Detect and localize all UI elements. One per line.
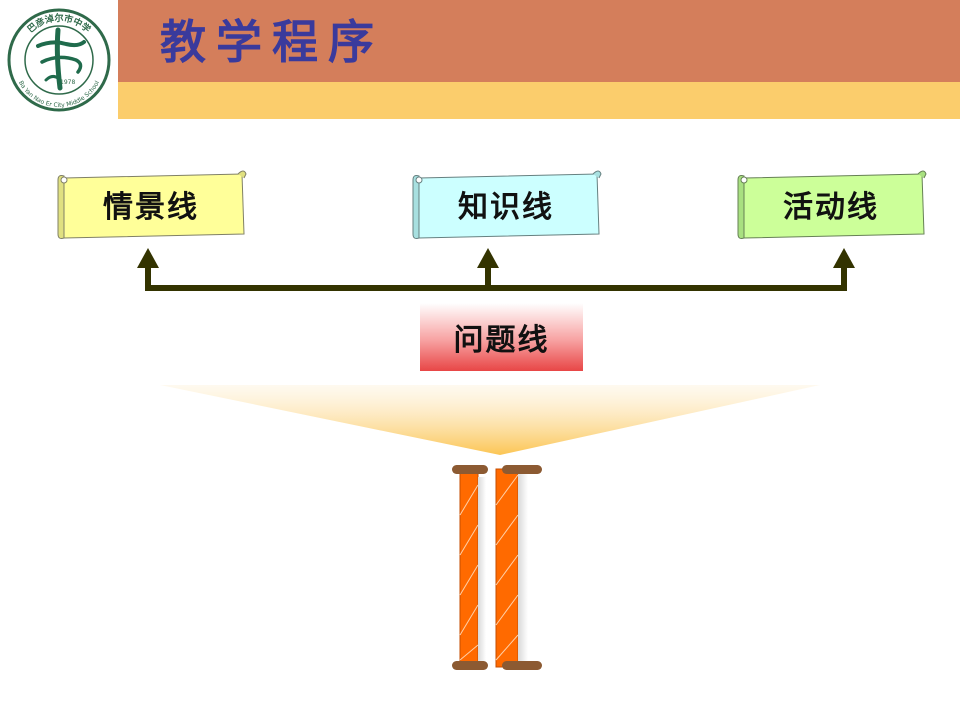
arrow-up-left-icon xyxy=(137,248,159,268)
scroll-label-knowledge: 知识线 xyxy=(458,190,554,225)
arrow-up-middle-icon xyxy=(477,248,499,268)
connector-shaft-middle xyxy=(485,266,491,288)
arrow-up-right-icon xyxy=(833,248,855,268)
scroll-knowledge-line: 知识线 xyxy=(409,166,603,242)
connector-bar xyxy=(145,285,847,291)
problem-line-box: 问题线 xyxy=(420,303,583,371)
page-title: 教学程序 xyxy=(160,15,384,69)
rolled-scroll-icon xyxy=(452,465,542,670)
scroll-label-activity: 活动线 xyxy=(783,190,879,225)
connector-shaft-right xyxy=(841,266,847,288)
connector-shaft-left xyxy=(145,266,151,288)
scroll-activity-line: 活动线 xyxy=(734,166,928,242)
logo-year: 1978 xyxy=(60,79,75,86)
scroll-situation-line: 情景线 xyxy=(54,166,248,242)
header-stripe xyxy=(118,82,960,119)
header-band xyxy=(118,0,960,82)
scroll-label-situation: 情景线 xyxy=(103,190,199,225)
school-logo: 巴彦淖尔市中学 Ba Yan Nao Er City Middle School… xyxy=(0,0,118,119)
